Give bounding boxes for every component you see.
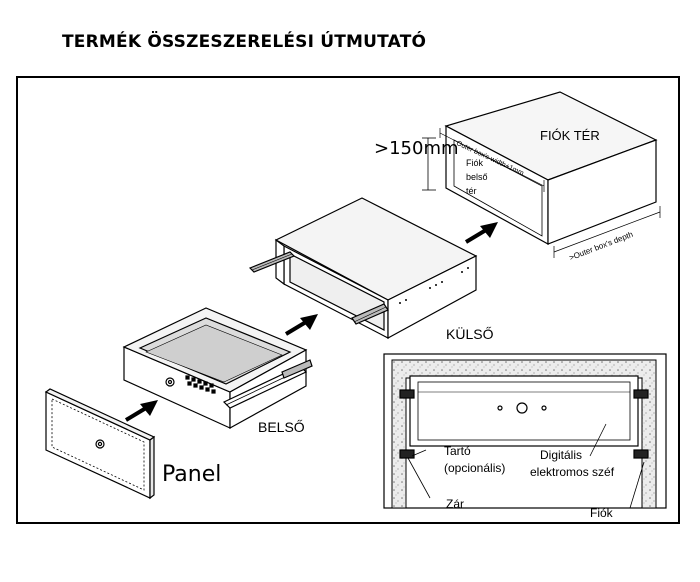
page-title: TERMÉK ÖSSZESZERELÉSI ÚTMUTATÓ (62, 32, 427, 52)
diagram-frame (16, 76, 680, 524)
panel-drawing (44, 388, 156, 500)
cavity-box-drawing (422, 91, 661, 258)
label-fiok-belso-line3: tér (466, 186, 477, 196)
label-digitalis-line1: Digitális (540, 448, 583, 462)
installation-detail (383, 353, 667, 509)
label-fiok-belso-line1: Fiók (466, 158, 484, 168)
label-fiok-belso-line2: belső (466, 172, 488, 182)
label-kulso: KÜLSŐ (446, 326, 494, 342)
label-clearance: >150mm (374, 138, 459, 159)
assembly-arrows (124, 222, 498, 422)
label-fiok-ter: FIÓK TÉR (540, 128, 600, 143)
label-tarto-line2: (opcionális) (444, 461, 506, 475)
outer-box-drawing (248, 197, 478, 340)
label-belso: BELSŐ (258, 419, 305, 435)
label-tarto-line1: Tartó (444, 444, 471, 458)
label-digitalis-line2: elektromos széf (530, 465, 615, 479)
label-zar: Zár (446, 497, 464, 511)
label-panel: Panel (162, 462, 222, 487)
inner-box-drawing (122, 307, 313, 430)
label-fiok: Fiók (590, 506, 613, 520)
